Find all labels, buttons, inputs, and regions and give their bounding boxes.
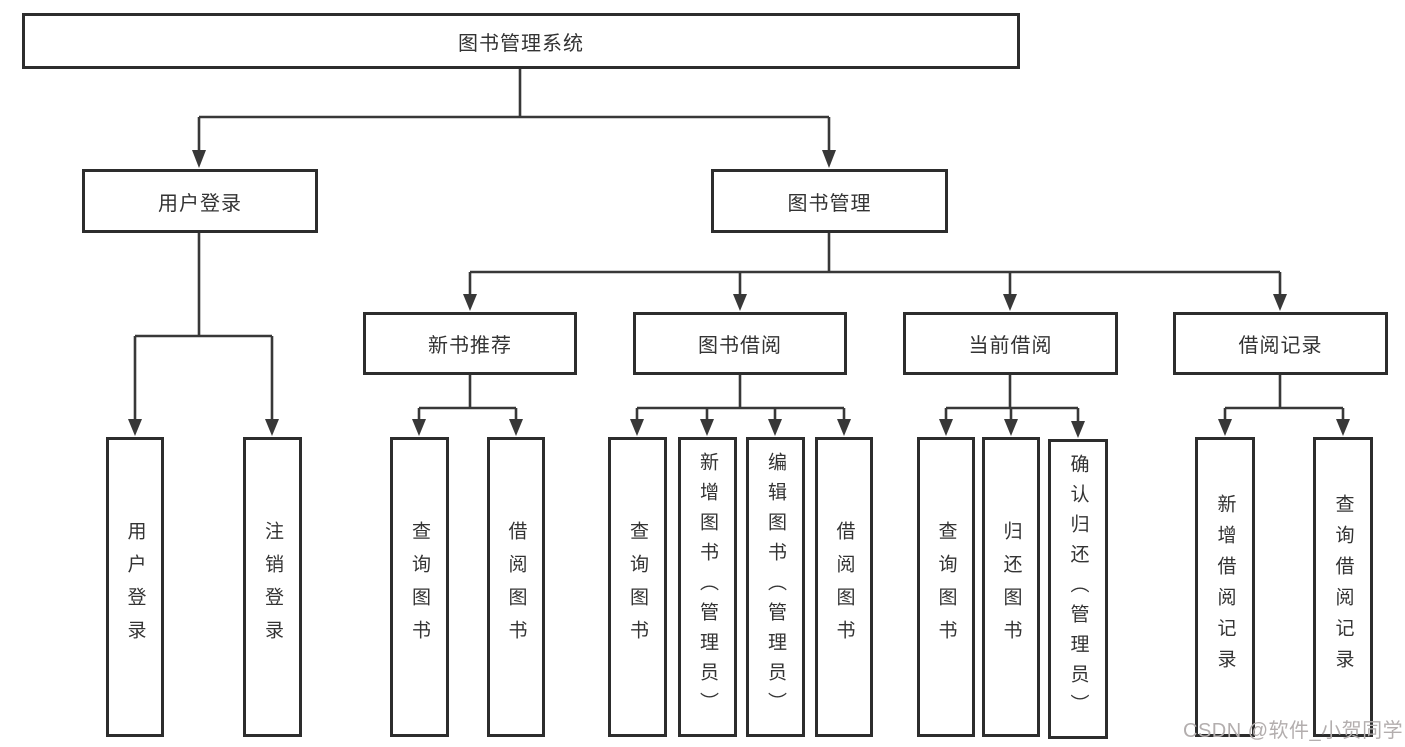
- node-leaf-return-books: 归还图书: [982, 437, 1040, 737]
- node-leaf-add-borrow-record: 新增借阅记录: [1195, 437, 1255, 737]
- node-label: 查询图书: [935, 521, 957, 653]
- node-label: 查询借阅记录: [1332, 494, 1354, 680]
- node-label: 新增图书（管理员）: [697, 452, 718, 722]
- connector-current-borrow-children: [939, 375, 1085, 438]
- node-label: 图书管理: [787, 192, 872, 215]
- node-leaf-query-books-3: 查询图书: [917, 437, 975, 737]
- node-label: 查询图书: [627, 521, 648, 653]
- node-current-borrow: 当前借阅: [903, 312, 1118, 375]
- node-book-borrow: 图书借阅: [633, 312, 847, 375]
- node-leaf-user-login: 用户登录: [106, 437, 164, 737]
- node-label: 用户登录: [124, 521, 146, 653]
- node-label: 编辑图书（管理员）: [765, 452, 786, 722]
- node-label: 新书推荐: [428, 335, 512, 357]
- node-new-book-recommend: 新书推荐: [363, 312, 577, 375]
- node-borrow-records: 借阅记录: [1173, 312, 1388, 375]
- node-leaf-confirm-return-admin: 确认归还（管理员）: [1048, 439, 1108, 739]
- node-label: 借阅图书: [833, 521, 855, 653]
- node-leaf-add-books-admin: 新增图书（管理员）: [678, 437, 737, 737]
- node-leaf-query-books: 查询图书: [390, 437, 449, 737]
- node-label: 图书借阅: [698, 335, 782, 357]
- connector-new-book-recommend-children: [412, 375, 523, 436]
- node-label: 当前借阅: [968, 335, 1053, 357]
- node-leaf-logout: 注销登录: [243, 437, 302, 737]
- node-leaf-query-books-2: 查询图书: [608, 437, 667, 737]
- connector-book-management-children: [463, 233, 1287, 311]
- node-book-management: 图书管理: [711, 169, 948, 233]
- connector-book-borrow-children: [630, 375, 851, 436]
- node-label: 图书管理系统: [458, 32, 584, 55]
- node-leaf-borrow-books: 借阅图书: [487, 437, 545, 737]
- node-leaf-query-borrow-record: 查询借阅记录: [1313, 437, 1373, 737]
- connector-root-to-level2: [192, 69, 836, 168]
- node-label: 查询图书: [409, 521, 430, 653]
- connector-user-login-children: [128, 233, 279, 436]
- node-library-management-system: 图书管理系统: [22, 13, 1020, 69]
- node-label: 借阅记录: [1238, 335, 1323, 357]
- node-label: 借阅图书: [505, 521, 527, 653]
- node-leaf-edit-books-admin: 编辑图书（管理员）: [746, 437, 805, 737]
- node-label: 用户登录: [158, 192, 242, 215]
- node-label: 注销登录: [262, 521, 283, 653]
- node-label: 确认归还（管理员）: [1067, 454, 1089, 724]
- node-user-login: 用户登录: [82, 169, 318, 233]
- connector-borrow-records-children: [1218, 375, 1350, 436]
- node-leaf-borrow-books-2: 借阅图书: [815, 437, 873, 737]
- node-label: 归还图书: [1000, 521, 1022, 653]
- node-label: 新增借阅记录: [1214, 494, 1236, 680]
- csdn-watermark: CSDN @软件_小贺同学: [1183, 720, 1404, 742]
